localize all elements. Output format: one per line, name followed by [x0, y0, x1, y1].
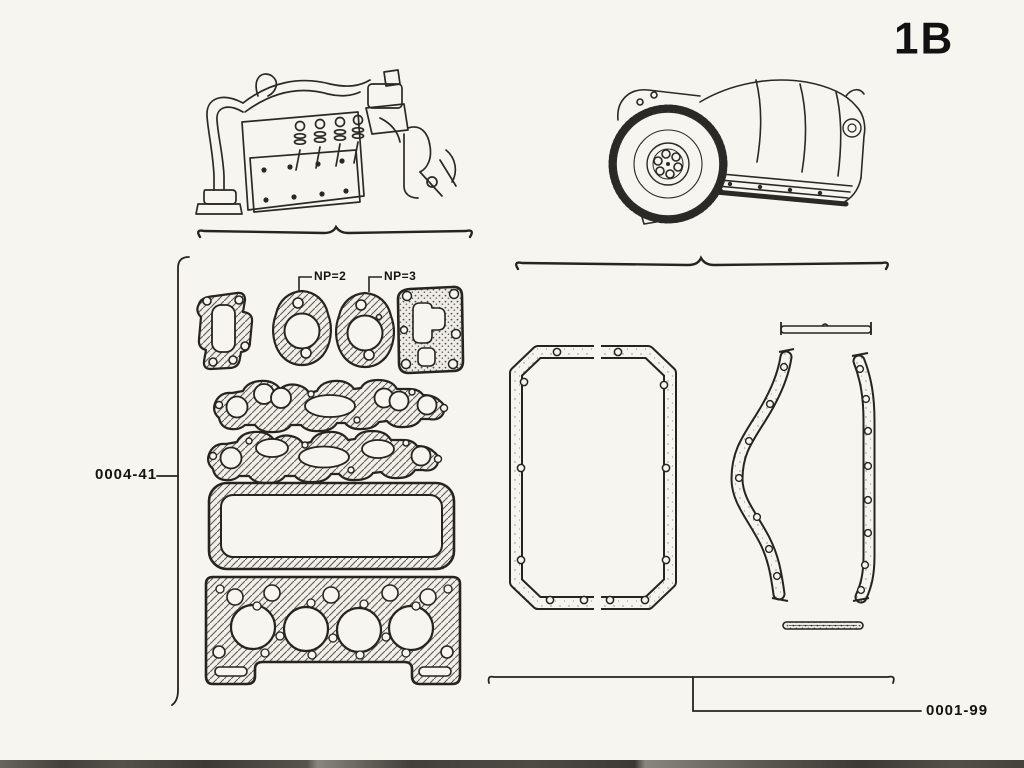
- manifold-gasket-lower: [206, 429, 443, 485]
- callout-right-group-code: 0001-99: [926, 702, 989, 719]
- heat-shield-gasket: [396, 285, 465, 375]
- carburetor-gasket-np2: [272, 289, 332, 367]
- manifold-gasket-upper: [212, 378, 449, 434]
- left-group-bracket: [156, 256, 190, 706]
- scan-edge-artifact: [0, 760, 1024, 768]
- gasket-set-left: [196, 285, 465, 686]
- pan-seal-strip-bottom: [782, 621, 864, 630]
- pan-side-gasket-straight: [851, 352, 876, 604]
- right-group-bracket: [487, 675, 922, 712]
- cylinder-head-gasket: [204, 575, 462, 686]
- valve-cover-gasket: [207, 481, 456, 571]
- np2-leader-line: [298, 276, 312, 291]
- callout-np3: NP=3: [384, 269, 417, 283]
- exhaust-flange-gasket: [196, 291, 254, 371]
- carburetor-gasket-np3: [335, 291, 395, 369]
- callout-left-group-code: 0004-41: [95, 466, 158, 483]
- engine-flywheel-side-illustration: [608, 79, 866, 225]
- page-section-code: 1B: [894, 13, 955, 64]
- left-engine-brace: [197, 224, 473, 239]
- oil-pan-gasket-left-rail: [509, 345, 594, 610]
- gasket-set-right: [509, 322, 876, 630]
- engine-manifold-side-illustration: [195, 69, 457, 215]
- callout-np2: NP=2: [314, 269, 347, 283]
- right-engine-brace: [515, 255, 889, 271]
- pan-side-gasket-curved: [730, 348, 795, 602]
- np3-leader-line: [368, 276, 382, 292]
- pan-seal-strip-top: [780, 322, 872, 335]
- oil-pan-gasket-right-rail: [601, 345, 677, 610]
